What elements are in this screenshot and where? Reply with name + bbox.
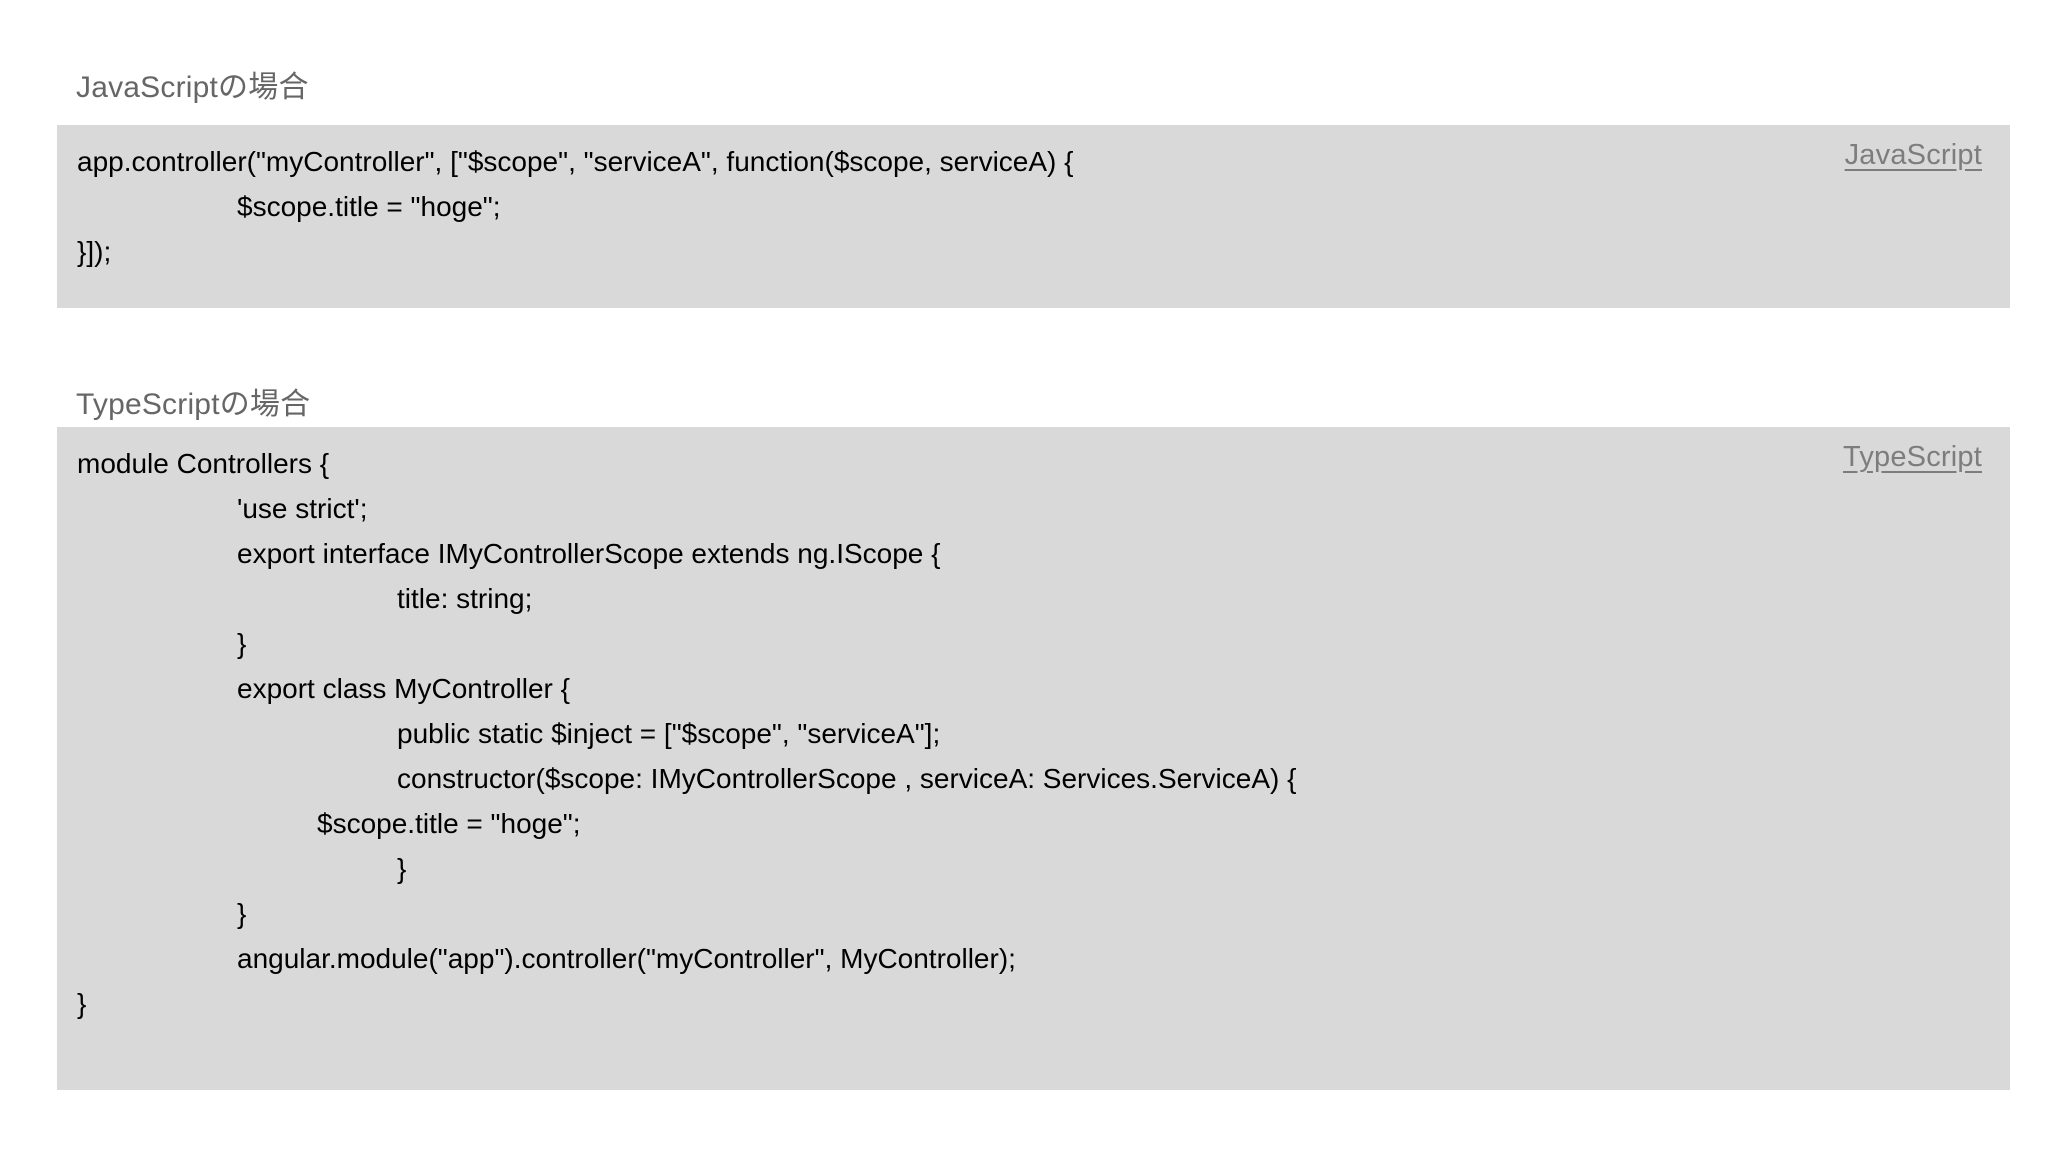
code-line: }]); [77,229,2010,274]
code-text: module Controllers { [77,448,330,479]
code-text: } [237,898,247,929]
language-label-javascript[interactable]: JavaScript [1844,139,1982,171]
code-line: public static $inject = ["$scope", "serv… [77,711,2010,756]
code-line: } [77,621,2010,666]
code-text: export class MyController { [237,673,571,704]
code-line: export class MyController { [77,666,2010,711]
code-text: } [397,853,407,884]
code-line: angular.module("app").controller("myCont… [77,936,2010,981]
code-text: export interface IMyControllerScope exte… [237,538,941,569]
code-text: app.controller("myController", ["$scope"… [77,146,1074,177]
code-line: constructor($scope: IMyControllerScope ,… [77,756,2010,801]
code-content-javascript: app.controller("myController", ["$scope"… [57,139,2010,274]
code-content-typescript: module Controllers { 'use strict'; export … [57,441,2010,1026]
code-line: export interface IMyControllerScope exte… [77,531,2010,576]
language-label-typescript[interactable]: TypeScript [1843,441,1982,473]
code-text: }]); [77,236,112,267]
section-heading-javascript: JavaScriptの場合 [76,71,309,104]
code-text: } [237,628,247,659]
code-text: title: string; [397,583,533,614]
code-line: 'use strict'; [77,486,2010,531]
code-text: $scope.title = "hoge"; [317,808,581,839]
code-line: } [77,981,2010,1026]
code-text: constructor($scope: IMyControllerScope ,… [397,763,1297,794]
code-text: 'use strict'; [237,493,368,524]
code-block-typescript: TypeScript module Controllers { 'use stri… [57,427,2010,1090]
code-text: angular.module("app").controller("myCont… [237,943,1016,974]
code-line: $scope.title = "hoge"; [77,184,2010,229]
code-line: $scope.title = "hoge"; [77,801,2010,846]
code-block-javascript: JavaScript app.controller("myController"… [57,125,2010,308]
code-line: title: string; [77,576,2010,621]
code-text: $scope.title = "hoge"; [237,191,501,222]
code-line: } [77,891,2010,936]
code-line: module Controllers { [77,441,2010,486]
code-line: app.controller("myController", ["$scope"… [77,139,2010,184]
code-text: public static $inject = ["$scope", "serv… [397,718,941,749]
code-text: } [77,988,87,1019]
code-line: } [77,846,2010,891]
section-heading-typescript: TypeScriptの場合 [76,388,311,421]
